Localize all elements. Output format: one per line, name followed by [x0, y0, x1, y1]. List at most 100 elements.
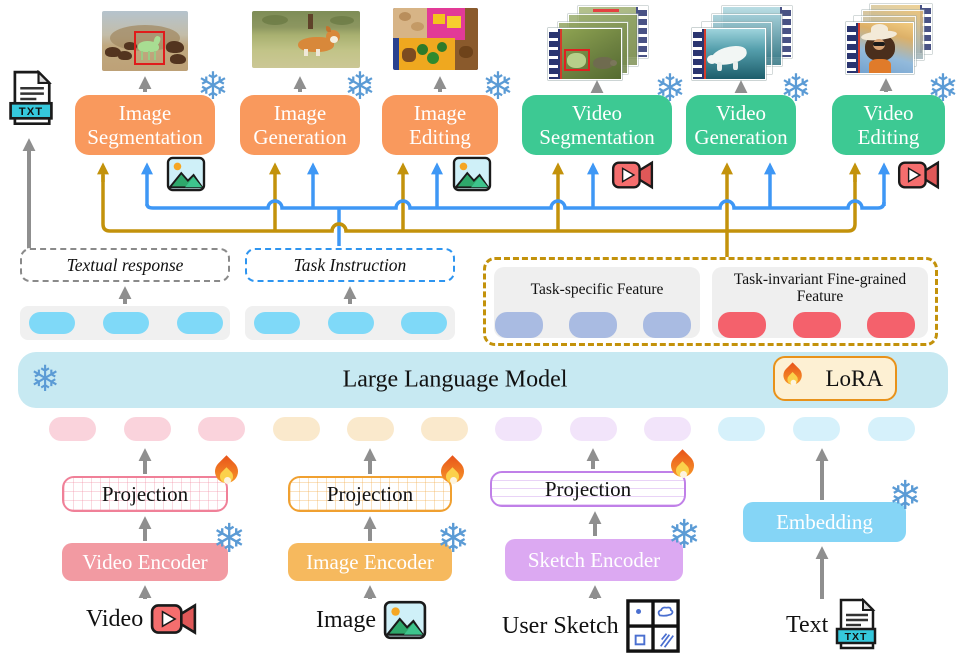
projection-label: Projection: [101, 481, 189, 506]
snowflake-icon: ❄: [197, 64, 229, 108]
orange-box: [399, 38, 455, 70]
task-label: Video Segmentation: [539, 100, 655, 149]
task-label: Image Generation: [253, 100, 347, 149]
segmentation-bbox: [564, 49, 590, 71]
textual-response-box: Textual response: [20, 248, 230, 282]
lora-label: LoRA: [825, 365, 884, 391]
task-video-editing: Video Editing ❄: [832, 69, 959, 155]
snowflake-icon: ❄: [667, 512, 701, 558]
token-pill: [198, 417, 245, 441]
pink-box: [427, 8, 465, 40]
sample-image-segmentation: [102, 11, 188, 71]
txt-file-icon: TXT: [836, 598, 877, 650]
food-meat: [455, 40, 478, 70]
sketch-encoder-box: Sketch Encoder ❄: [505, 515, 701, 581]
lora-box: LoRA: [773, 356, 897, 401]
film-sprockets: [847, 23, 858, 73]
token-pill: [793, 312, 841, 338]
user-sketch-input-label: User Sketch: [502, 612, 619, 639]
task-invariant-feature-label: Task-invariant Fine-grained Feature: [733, 271, 907, 306]
snowflake-icon: ❄: [780, 66, 812, 110]
video-encoder-label: Video Encoder: [82, 549, 208, 574]
leg: [148, 51, 150, 60]
token-pill: [421, 417, 468, 441]
fire-icon: [210, 455, 243, 494]
tree-blur: [330, 16, 354, 25]
horse-silhouette: [124, 42, 137, 50]
token-pill: [124, 417, 171, 441]
film-frame-front: [692, 28, 766, 80]
input-video: Video: [86, 600, 198, 638]
food-detail: [411, 22, 424, 31]
polar-bear-head: [707, 55, 717, 64]
token-pill: [177, 312, 223, 334]
token-pill: [569, 312, 617, 338]
corgi-body: [298, 37, 334, 52]
projection-label: Projection: [544, 476, 632, 501]
projection-image: Projection: [288, 476, 452, 512]
sample-video-editing: [846, 4, 934, 74]
sample-video-segmentation: [548, 6, 648, 80]
blue-wires: [141, 162, 890, 246]
mango-cube: [447, 16, 461, 28]
red-mark: [593, 9, 619, 12]
text-input-label: Text: [786, 611, 829, 638]
task-image-generation: Image Generation ❄: [240, 67, 376, 155]
task-image-editing: Image Editing ❄: [382, 67, 514, 155]
gray-arrows: [22, 76, 893, 599]
snowflake-icon: ❄: [654, 66, 686, 110]
projection-label: Projection: [326, 481, 414, 506]
fire-icon: [666, 449, 699, 488]
food-mushrooms: [393, 8, 429, 38]
sketch-grid-icon: [625, 599, 680, 653]
token-pill: [718, 312, 766, 338]
token-pill: [273, 417, 320, 441]
txt-label: TXT: [19, 106, 43, 118]
task-specific-feature-label: Task-specific Feature: [530, 281, 664, 298]
snowflake-icon: ❄: [888, 473, 922, 519]
fire-icon: [436, 455, 469, 494]
polar-bear-leg: [733, 61, 738, 70]
token-pill: [49, 417, 96, 441]
broccoli: [427, 52, 439, 64]
meat-patty: [402, 48, 416, 62]
tree-trunk: [308, 14, 313, 29]
food-meat: [465, 8, 478, 40]
film-sprockets: [549, 29, 560, 79]
horse-silhouette: [170, 54, 186, 64]
txt-label: TXT: [845, 631, 868, 643]
leg: [154, 51, 156, 60]
task-video-segmentation: Video Segmentation ❄: [522, 69, 686, 155]
embedding-label: Embedding: [776, 509, 873, 534]
broccoli: [437, 42, 447, 52]
snowflake-icon: ❄: [344, 64, 376, 108]
token-pill: [103, 312, 149, 334]
horse-silhouette: [118, 51, 132, 60]
film-frame-front: [548, 28, 622, 80]
video-camera-icon: [897, 160, 940, 190]
token-pill: [401, 312, 447, 334]
corgi-leg: [304, 49, 308, 56]
video-encoder-box: Video Encoder ❄: [62, 519, 246, 581]
red-mark: [560, 29, 562, 79]
segmentation-bbox: [134, 31, 165, 65]
video-camera-icon: [611, 160, 654, 190]
token-pill: [867, 312, 915, 338]
task-image-segmentation: Image Segmentation ❄: [75, 67, 229, 155]
token-pill: [644, 417, 691, 441]
film-sprockets: [693, 29, 704, 79]
task-label: Image Editing: [409, 100, 471, 149]
task-label: Image Segmentation: [87, 100, 203, 149]
input-text: Text TXT: [786, 598, 877, 652]
sample-video-generation: [692, 6, 792, 80]
segmented-horse: [138, 41, 159, 52]
polar-bear-leg: [717, 62, 722, 71]
image-icon: [452, 156, 492, 192]
woman-top: [869, 59, 891, 73]
textual-response-label: Textual response: [66, 254, 184, 275]
token-pill: [868, 417, 915, 441]
llm-label: Large Language Model: [342, 366, 568, 393]
token-pill: [718, 417, 765, 441]
turtle-head: [610, 60, 617, 66]
